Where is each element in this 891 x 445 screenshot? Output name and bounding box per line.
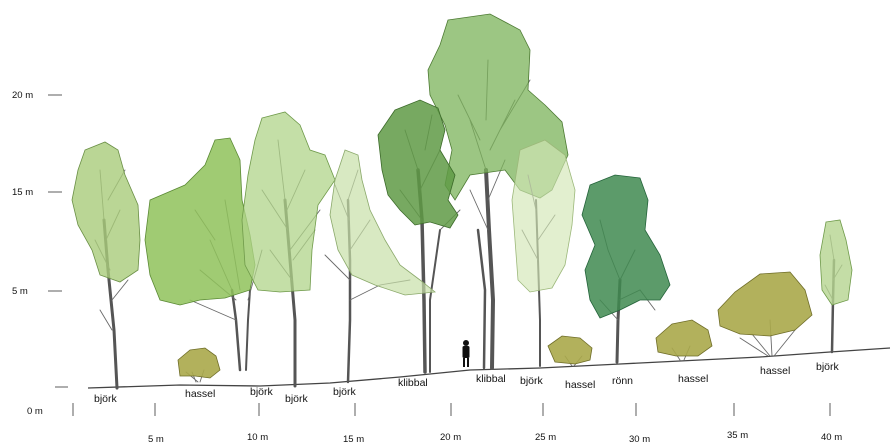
y-tick-label: 0 m	[27, 406, 43, 417]
y-axis: 20 m 15 m 5 m 0 m	[12, 90, 68, 417]
x-tick-label: 20 m	[440, 432, 461, 443]
label-hassel: hassel	[565, 379, 595, 391]
label-klibbal: klibbal	[476, 373, 506, 385]
x-tick-label: 40 m	[821, 432, 842, 443]
tree-bjork-5	[820, 220, 852, 352]
x-tick-label: 5 m	[148, 434, 164, 445]
label-hassel: hassel	[185, 388, 215, 400]
shrub-hassel-3	[656, 320, 712, 360]
shrub-hassel-4	[718, 272, 812, 356]
tree-bjork-1	[72, 142, 140, 388]
label-hassel: hassel	[760, 365, 790, 377]
shrub-hassel-2	[548, 336, 592, 366]
label-bjork: björk	[816, 361, 840, 373]
label-bjork: björk	[333, 386, 357, 398]
label-ronn: rönn	[612, 375, 633, 387]
tree-klibbal-left	[378, 100, 460, 372]
x-tick-label: 30 m	[629, 434, 650, 445]
label-bjork: björk	[520, 375, 544, 387]
label-bjork: björk	[285, 393, 309, 405]
y-tick-label: 5 m	[12, 286, 28, 297]
person-figure	[463, 340, 470, 367]
label-hassel: hassel	[678, 373, 708, 385]
x-tick-label: 25 m	[535, 432, 556, 443]
x-tick-label: 15 m	[343, 434, 364, 445]
label-bjork: björk	[94, 393, 118, 405]
x-axis: 5 m 10 m 15 m 20 m 25 m 30 m 35 m 40 m	[73, 403, 842, 445]
shrub-hassel-1	[178, 348, 220, 382]
tree-bjork-4	[512, 140, 575, 366]
tree-bjork-2	[242, 112, 335, 386]
label-klibbal: klibbal	[398, 377, 428, 389]
y-tick-label: 20 m	[12, 90, 33, 101]
x-tick-label: 35 m	[727, 430, 748, 441]
x-tick-label: 10 m	[247, 432, 268, 443]
label-bjork: björk	[250, 386, 274, 398]
y-tick-label: 15 m	[12, 187, 33, 198]
tree-ronn	[582, 175, 670, 362]
